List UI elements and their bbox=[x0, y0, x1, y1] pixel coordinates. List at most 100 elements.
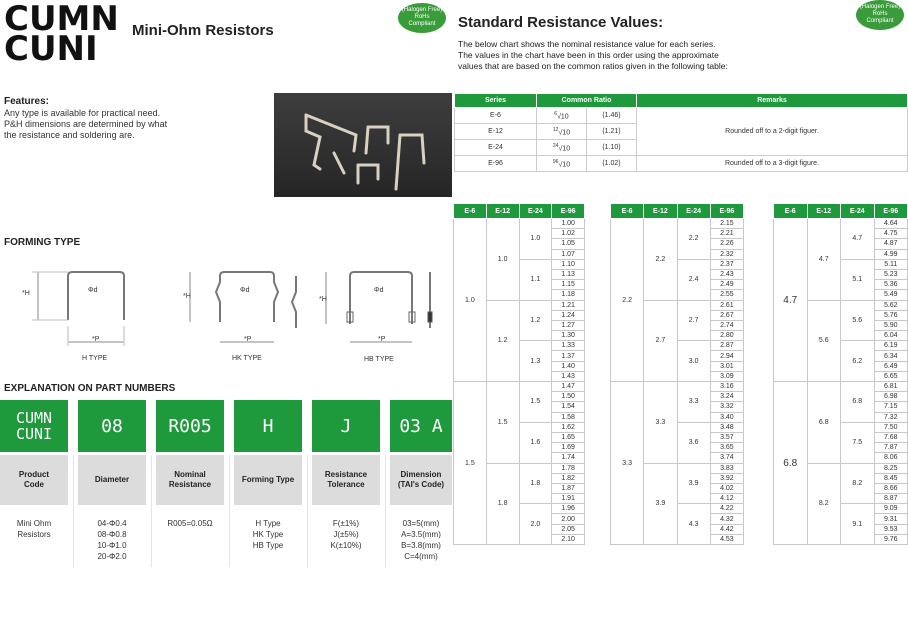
type-label-hk: HK TYPE bbox=[232, 355, 262, 362]
values-diameter: 04-Φ0.4 08-Φ0.8 10-Φ1.0 20-Φ2.0 bbox=[97, 519, 127, 561]
e12-cell: 8.2 bbox=[806, 462, 841, 545]
code-dimension: 03 A bbox=[390, 400, 452, 452]
value-header-e96: E-96 bbox=[873, 203, 908, 219]
e12-cell: 5.6 bbox=[806, 299, 841, 382]
e96-cell: 2.43 bbox=[709, 268, 745, 281]
e96-cell: 7.68 bbox=[873, 431, 908, 444]
ratio-header-remarks: Remarks bbox=[636, 93, 908, 108]
e24-cell: 2.0 bbox=[518, 503, 553, 545]
e96-cell: 2.67 bbox=[709, 309, 745, 321]
value-header-e24: E-24 bbox=[676, 203, 711, 219]
e96-cell: 5.36 bbox=[873, 279, 908, 291]
e96-cell: 1.58 bbox=[551, 411, 585, 423]
e96-cell: 1.33 bbox=[551, 340, 585, 352]
e96-cell: 6.19 bbox=[873, 340, 908, 352]
e96-cell: 3.83 bbox=[709, 462, 745, 474]
e12-cell: 4.7 bbox=[806, 218, 841, 301]
e96-cell: 7.50 bbox=[873, 421, 908, 433]
code-resistance: R005 bbox=[156, 400, 224, 452]
e96-cell: 2.15 bbox=[709, 217, 745, 230]
label-tolerance: Resistance Tolerance bbox=[312, 455, 380, 505]
e96-cell: 9.09 bbox=[873, 503, 908, 515]
e96-cell: 6.34 bbox=[873, 350, 908, 362]
e24-cell: 1.6 bbox=[518, 421, 553, 464]
e96-cell: 1.18 bbox=[551, 289, 585, 301]
e6-cell: 1.5 bbox=[453, 381, 487, 545]
e96-cell: 2.61 bbox=[709, 299, 745, 311]
e96-cell: 4.75 bbox=[873, 228, 908, 240]
e24-cell: 9.1 bbox=[840, 503, 875, 545]
e24-cell: 2.2 bbox=[676, 218, 711, 260]
e96-cell: 2.87 bbox=[709, 340, 745, 352]
column-divider bbox=[307, 455, 308, 567]
table-row: 4.53 bbox=[611, 533, 745, 546]
e96-cell: 6.04 bbox=[873, 330, 908, 342]
e96-cell: 1.00 bbox=[551, 217, 585, 230]
dim-h-label: *H bbox=[22, 290, 30, 297]
column-divider bbox=[385, 455, 386, 567]
e12-cell: 1.2 bbox=[485, 299, 520, 382]
code-product: CUMN CUNI bbox=[0, 400, 68, 452]
e24-cell: 5.6 bbox=[840, 299, 875, 342]
e96-cell: 1.91 bbox=[551, 493, 585, 505]
features-heading: Features: bbox=[4, 96, 50, 107]
e96-cell: 2.74 bbox=[709, 319, 745, 332]
e96-cell: 2.05 bbox=[551, 523, 585, 535]
values-forming: H Type HK Type HB Type bbox=[252, 519, 284, 550]
value-header-e24: E-24 bbox=[840, 203, 875, 219]
forming-heading: FORMING TYPE bbox=[4, 237, 81, 248]
e96-cell: 5.90 bbox=[873, 319, 908, 332]
forming-diagram bbox=[32, 271, 433, 346]
e96-cell: 3.01 bbox=[709, 360, 745, 372]
e96-cell: 8.66 bbox=[873, 482, 908, 495]
value-header-e24: E-24 bbox=[518, 203, 553, 219]
ratio-header-series: Series bbox=[454, 93, 537, 108]
e12-cell: 3.3 bbox=[643, 381, 678, 464]
e24-cell: 4.3 bbox=[676, 503, 711, 545]
e96-cell: 6.65 bbox=[873, 370, 908, 383]
dim-h-label: *H bbox=[319, 296, 327, 303]
e24-cell: 1.0 bbox=[518, 218, 553, 260]
value-header-e96: E-96 bbox=[551, 203, 585, 219]
e96-cell: 2.80 bbox=[709, 330, 745, 342]
dim-d-label: Φd bbox=[374, 287, 384, 294]
code-tolerance: J bbox=[312, 400, 380, 452]
e96-cell: 1.87 bbox=[551, 482, 585, 495]
values-product: Mini Ohm Resistors bbox=[16, 519, 52, 539]
label-resistance: Nominal Resistance bbox=[156, 455, 224, 505]
dim-p-label: *P bbox=[378, 336, 386, 343]
e96-cell: 7.32 bbox=[873, 411, 908, 423]
e12-cell: 6.8 bbox=[806, 381, 841, 464]
e24-cell: 2.4 bbox=[676, 258, 711, 301]
e12-cell: 1.5 bbox=[485, 381, 520, 464]
features-list: Any type is available for practical need… bbox=[4, 108, 264, 141]
rohs-badge-left: (Halogen Free) RoHs Compliant bbox=[398, 3, 446, 33]
e96-cell: 9.31 bbox=[873, 513, 908, 525]
e96-cell: 4.12 bbox=[709, 493, 745, 505]
e96-cell: 5.62 bbox=[873, 299, 908, 311]
e96-cell: 4.42 bbox=[709, 523, 745, 535]
feature-item: the resistance and soldering are. bbox=[4, 130, 135, 140]
type-label-h: H TYPE bbox=[82, 355, 108, 362]
value-header-e6: E-6 bbox=[609, 203, 645, 219]
e96-cell: 1.27 bbox=[551, 319, 585, 332]
common-ratio-table: Series Common Ratio Remarks E-6 6√10 (1.… bbox=[454, 93, 908, 172]
e24-cell: 3.9 bbox=[676, 462, 711, 505]
e96-cell: 5.76 bbox=[873, 309, 908, 321]
dim-h-label: *H bbox=[183, 293, 191, 300]
e12-cell: 1.8 bbox=[485, 462, 520, 545]
e6-cell: 4.7 bbox=[773, 218, 808, 382]
e96-cell: 1.82 bbox=[551, 472, 585, 484]
e24-cell: 1.8 bbox=[518, 462, 553, 505]
standard-heading: Standard Resistance Values: bbox=[458, 14, 664, 31]
e96-cell: 1.69 bbox=[551, 442, 585, 454]
